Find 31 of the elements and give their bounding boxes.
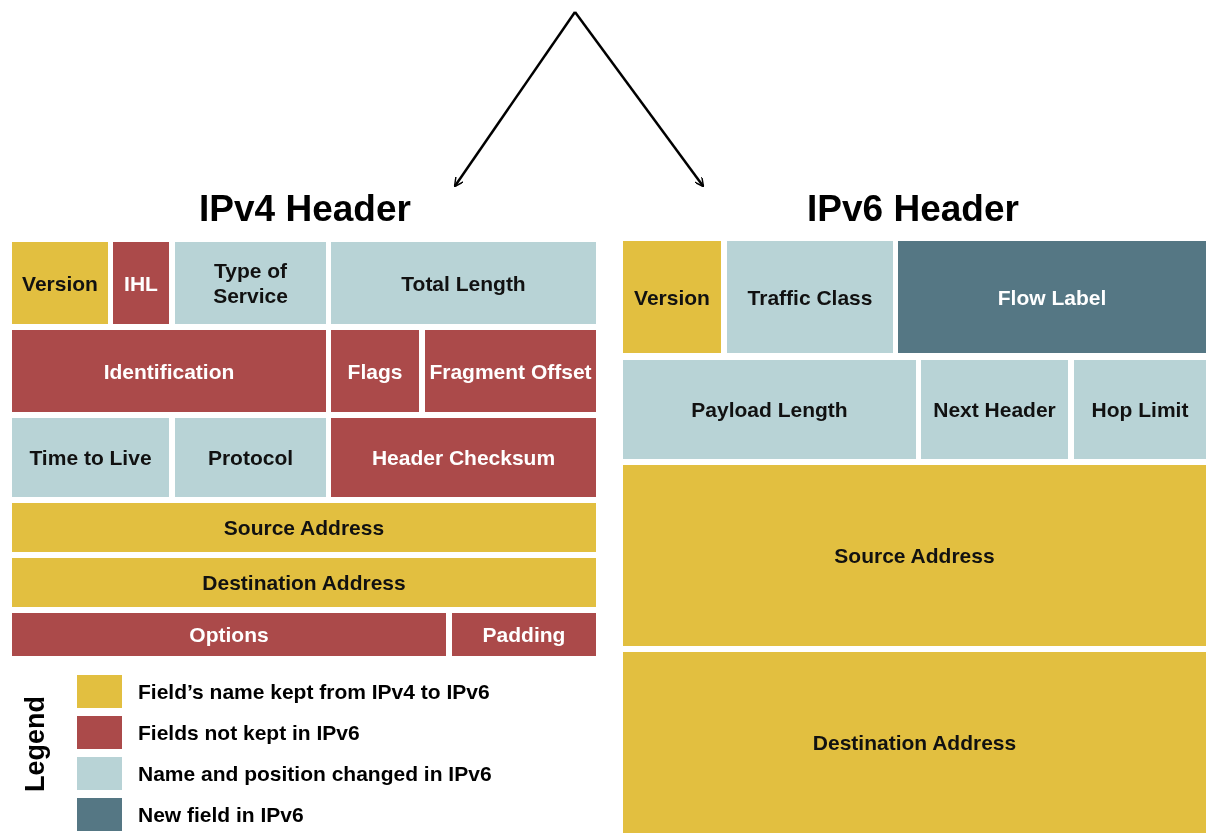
header-title: IPv4 Header <box>198 187 412 231</box>
header-field: Traffic Class <box>727 241 893 353</box>
header-field: Destination Address <box>12 558 596 607</box>
header-field: Destination Address <box>623 652 1206 833</box>
header-field: Identification <box>12 330 326 412</box>
header-field: Padding <box>452 613 596 656</box>
header-field: Header Checksum <box>331 418 596 497</box>
header-title: IPv6 Header <box>806 187 1020 231</box>
header-field: Version <box>12 242 108 324</box>
header-field: Fragment Offset <box>425 330 596 412</box>
header-field: Options <box>12 613 446 656</box>
legend-text: Name and position changed in IPv6 <box>138 761 492 787</box>
arrow <box>453 11 577 188</box>
header-field: IHL <box>113 242 169 324</box>
arrow <box>574 11 705 188</box>
header-field: Hop Limit <box>1074 360 1206 459</box>
header-field: Protocol <box>175 418 326 497</box>
header-field: Total Length <box>331 242 596 324</box>
header-field: Payload Length <box>623 360 916 459</box>
legend-heading: Legend <box>20 696 51 792</box>
legend-text: Fields not kept in IPv6 <box>138 720 360 746</box>
header-field: Version <box>623 241 721 353</box>
header-field: Next Header <box>921 360 1068 459</box>
header-field: Type of Service <box>175 242 326 324</box>
legend-text: Field’s name kept from IPv4 to IPv6 <box>138 679 490 705</box>
header-field: Time to Live <box>12 418 169 497</box>
legend-text: New field in IPv6 <box>138 802 304 828</box>
header-field: Flags <box>331 330 419 412</box>
header-field: Source Address <box>623 465 1206 646</box>
header-field: Source Address <box>12 503 596 552</box>
header-field: Flow Label <box>898 241 1206 353</box>
